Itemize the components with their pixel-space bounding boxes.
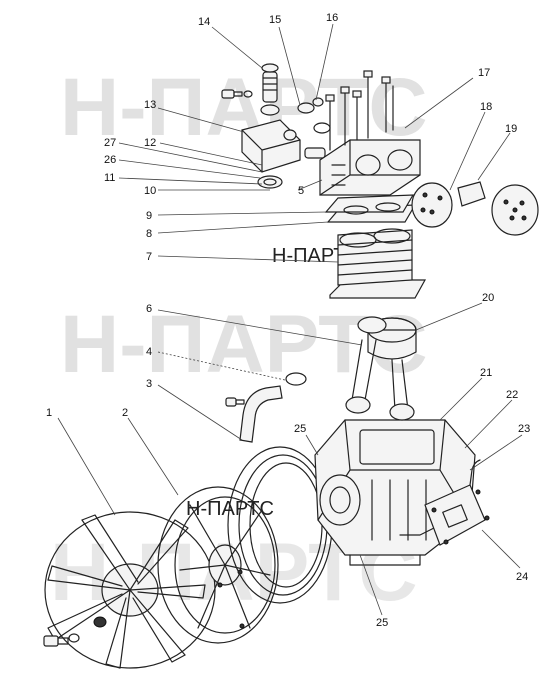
callout-23: 23 — [518, 423, 530, 435]
callout-1: 1 — [46, 407, 52, 419]
callout-22: 22 — [506, 389, 518, 401]
callout-3: 3 — [146, 378, 152, 390]
callout-9: 9 — [146, 210, 152, 222]
callout-15: 15 — [269, 14, 281, 26]
callout-24: 24 — [516, 571, 528, 583]
pulley-flywheel — [157, 486, 279, 644]
callout-10: 10 — [144, 185, 156, 197]
discharge-elbow-pipe — [225, 372, 307, 443]
fan-bolt — [43, 633, 80, 647]
connector-fitting — [304, 122, 331, 159]
callout-4: 4 — [146, 346, 152, 358]
callout-25-bottom: 25 — [376, 617, 388, 629]
callout-14: 14 — [198, 16, 210, 28]
unloader-valve-assembly — [221, 63, 324, 173]
cylinder-block — [329, 228, 427, 299]
callout-17: 17 — [478, 67, 490, 79]
air-filter-assembly — [411, 181, 539, 236]
fan-impeller — [44, 511, 216, 669]
side-cover — [424, 459, 490, 546]
callout-26: 26 — [104, 154, 116, 166]
crankcase-block — [314, 419, 476, 566]
callout-8: 8 — [146, 228, 152, 240]
callout-25-top: 25 — [294, 423, 306, 435]
callout-7: 7 — [146, 251, 152, 263]
cylinder-head — [319, 139, 421, 196]
leader-lines — [57, 23, 523, 616]
callout-13: 13 — [144, 99, 156, 111]
watermark-middle: Н-ПАРТС — [60, 299, 428, 390]
callout-16: 16 — [326, 12, 338, 24]
gasket-ring — [257, 175, 283, 189]
callout-19: 19 — [505, 123, 517, 135]
callout-2: 2 — [122, 407, 128, 419]
callout-21: 21 — [480, 367, 492, 379]
callout-18: 18 — [480, 101, 492, 113]
valve-plate-gaskets — [324, 194, 417, 223]
callout-11: 11 — [104, 172, 115, 184]
callout-6: 6 — [146, 303, 152, 315]
callout-5: 5 — [298, 185, 304, 197]
callout-labels: 14 15 16 17 13 18 19 27 12 26 11 10 5 9 … — [46, 12, 530, 629]
callout-20: 20 — [482, 292, 494, 304]
head-bolts — [325, 70, 394, 151]
callout-12: 12 — [144, 137, 156, 149]
callout-27: 27 — [104, 137, 116, 149]
